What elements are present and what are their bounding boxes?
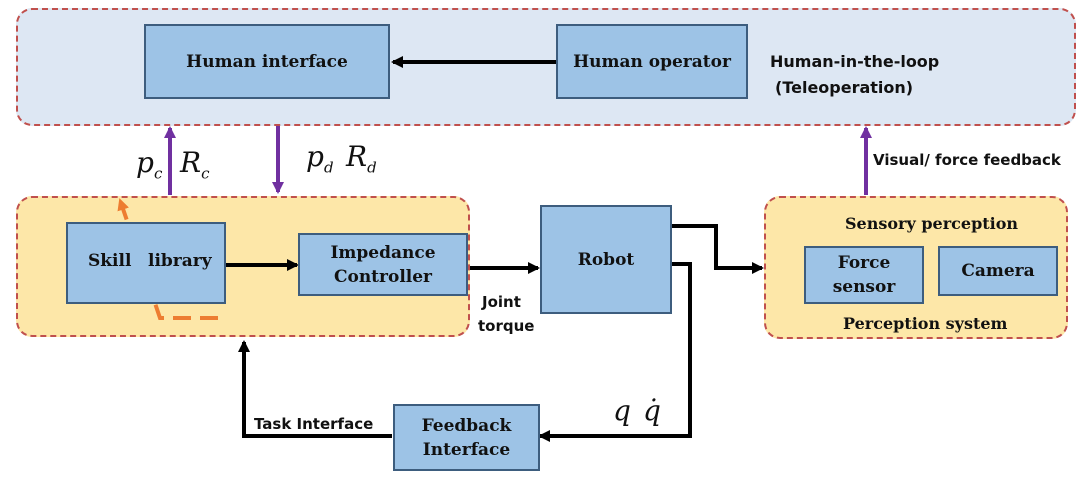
perception-system-label: Perception system: [843, 314, 1008, 333]
skill-library-box: [66, 222, 226, 304]
force-sensor-box: Force sensor: [804, 246, 924, 304]
joint-torque-label-line2: torque: [478, 317, 535, 335]
human-in-the-loop-title: Human-in-the-loop: [770, 52, 940, 71]
rd-symbol: Rd: [346, 140, 377, 177]
pd-symbol: pd: [306, 140, 334, 177]
arrow-feedback-to-task: [238, 340, 392, 438]
arrow-robot-to-feedback: [538, 262, 692, 442]
pc-symbol: pc: [136, 146, 163, 183]
impedance-controller-box: Impedance Controller: [298, 233, 468, 296]
q-dot-symbol: q̇: [643, 394, 661, 427]
joint-torque-label-line1: Joint: [482, 293, 521, 311]
visual-force-feedback-label: Visual/ force feedback: [873, 151, 1061, 169]
robot-box: Robot: [540, 205, 672, 314]
skill-library-label-left: Skill: [88, 251, 132, 271]
feedback-interface-box: Feedback Interface: [393, 404, 540, 471]
sensory-perception-label: Sensory perception: [845, 214, 1019, 233]
human-operator-box: Human operator: [556, 24, 748, 99]
task-interface-label: Task Interface: [254, 415, 374, 433]
q-symbol: q: [613, 394, 631, 427]
arrow-robot-to-perception: [672, 224, 764, 274]
rc-symbol: Rc: [180, 146, 210, 183]
teleoperation-title: (Teleoperation): [775, 78, 914, 97]
skill-library-label-right: library: [148, 251, 212, 271]
camera-box: Camera: [938, 246, 1058, 296]
human-interface-box: Human interface: [144, 24, 390, 99]
